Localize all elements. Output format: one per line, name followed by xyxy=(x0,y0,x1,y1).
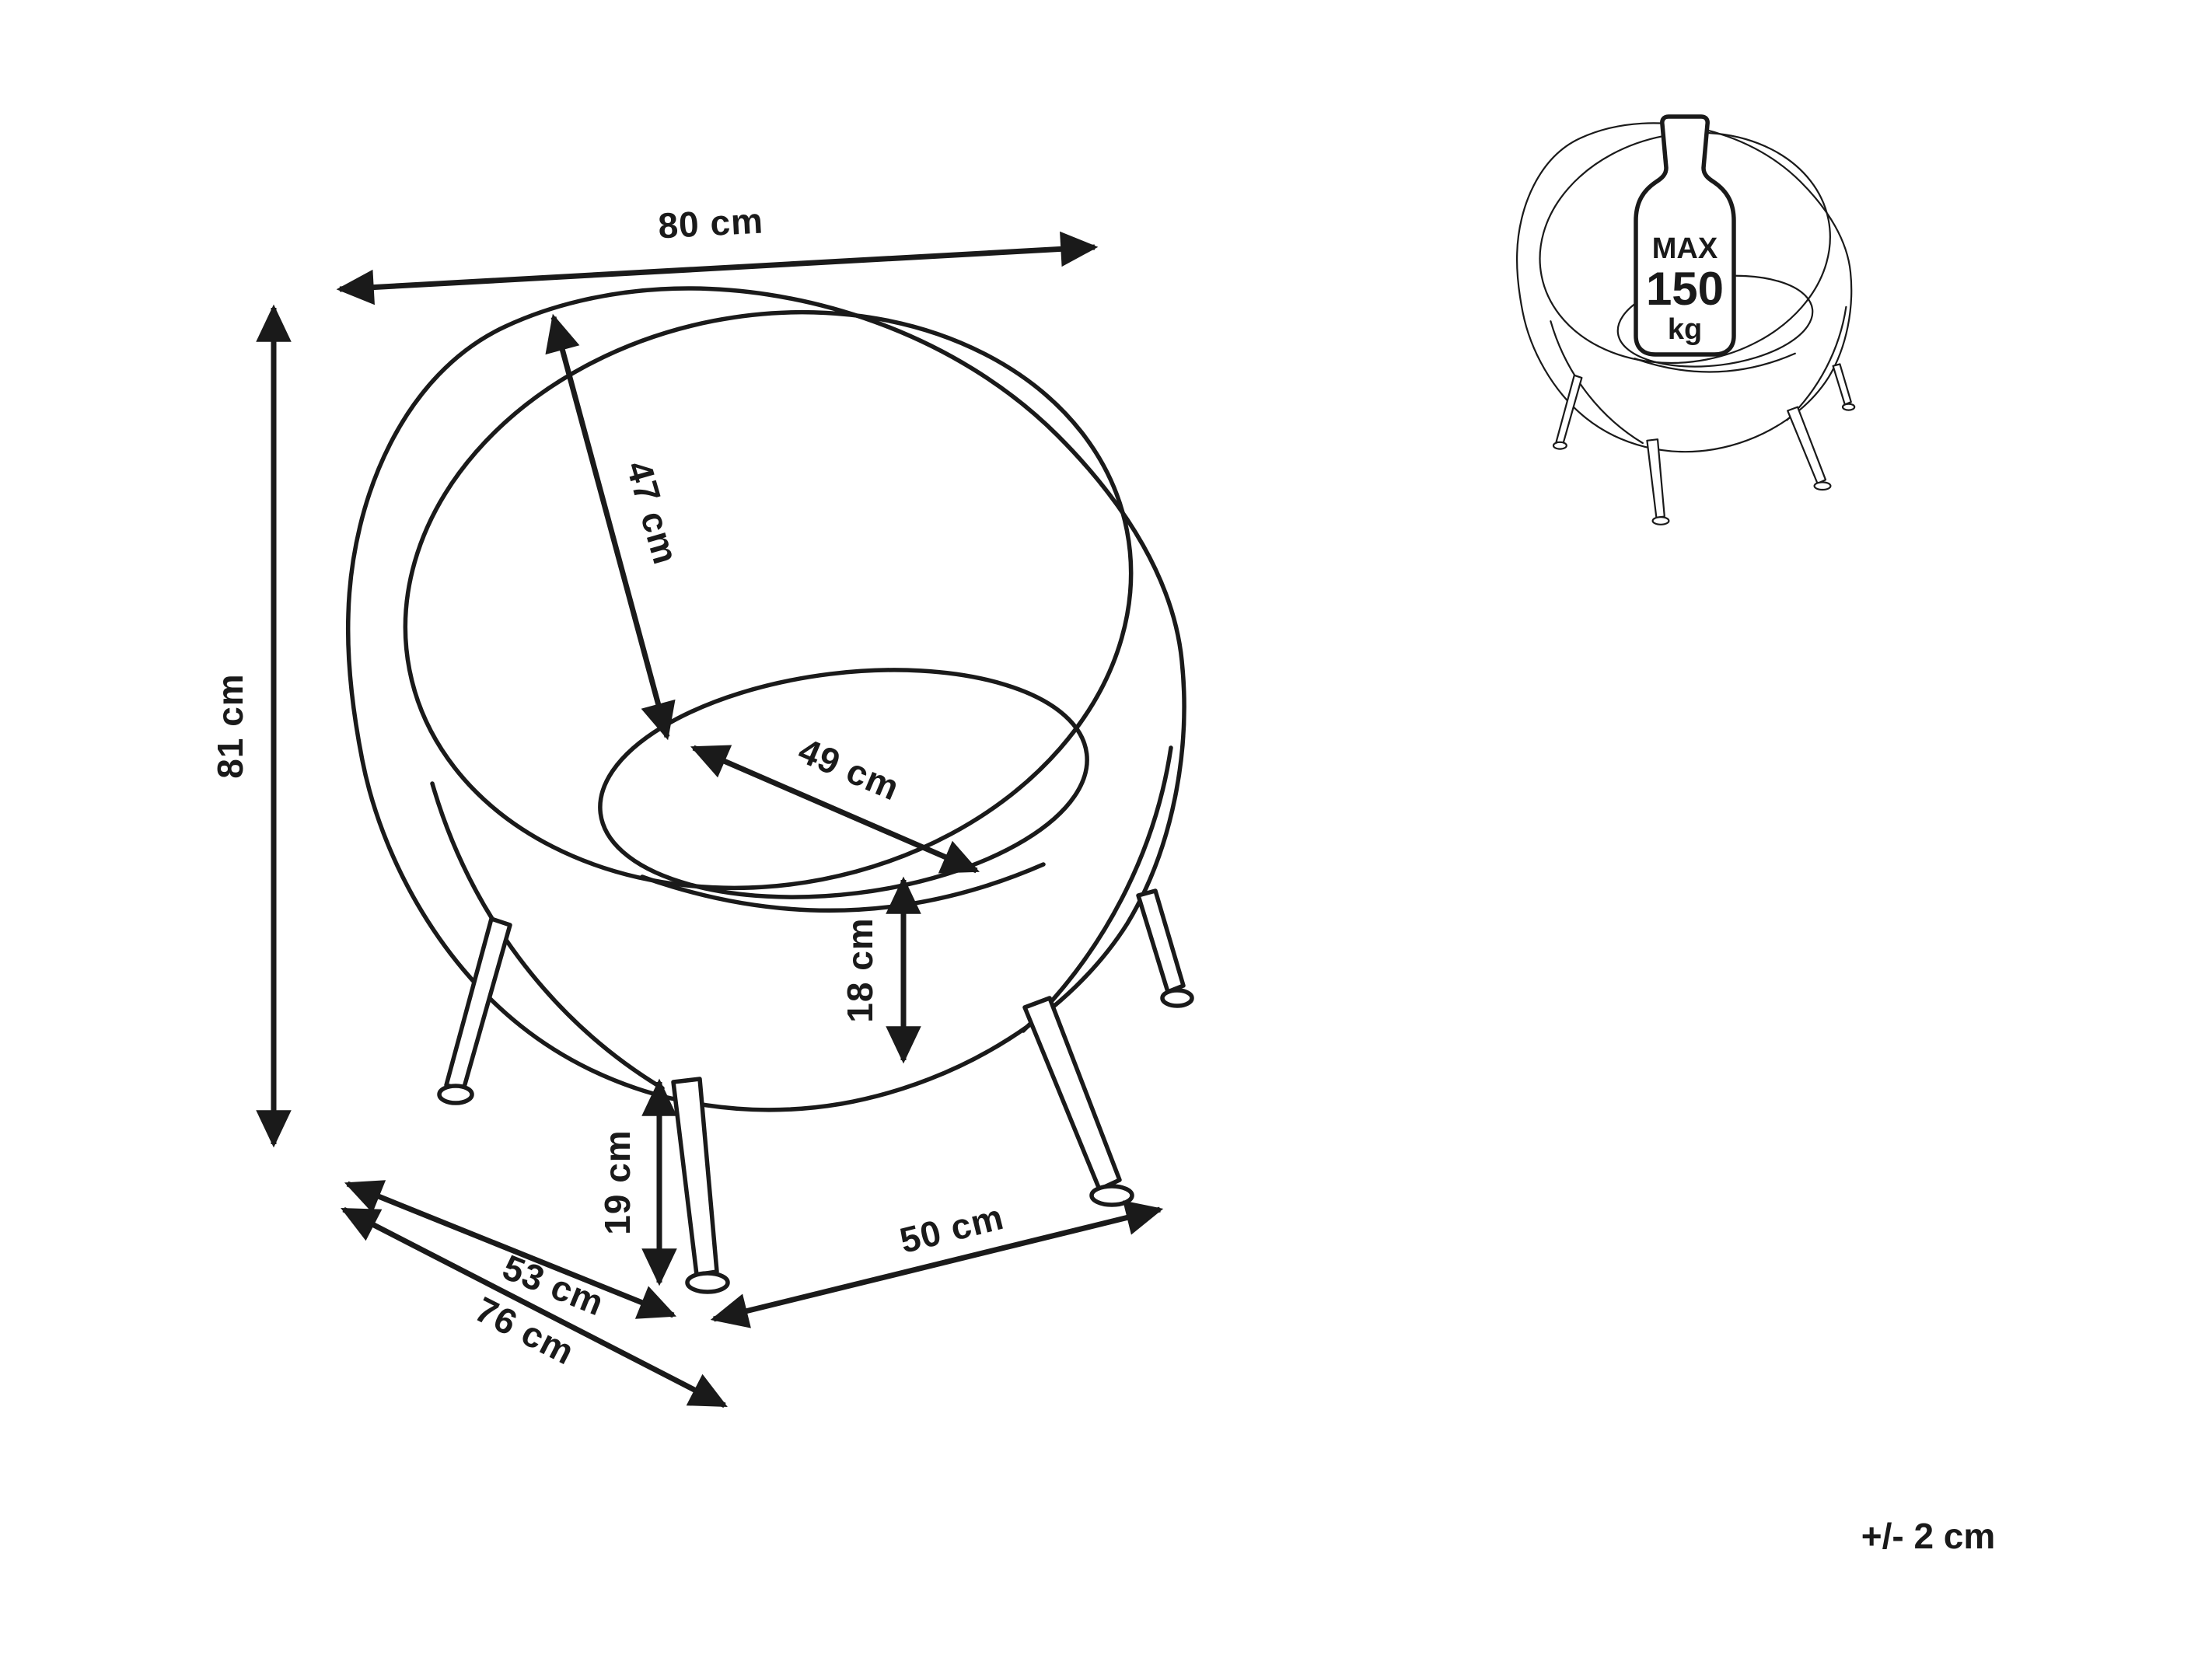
tolerance-note: +/- 2 cm xyxy=(1861,1516,1996,1556)
dim-seat-depth: 49 cm xyxy=(690,730,980,874)
max-load-unit: kg xyxy=(1668,313,1702,346)
max-load-thumbnail: MAX 150 kg xyxy=(1515,107,1856,525)
dim-overall-depth: 76 cm xyxy=(341,1206,728,1408)
chair-seat-cushion xyxy=(598,668,1089,899)
backrest-diagonal-label: 47 cm xyxy=(619,456,687,569)
dim-backrest-diagonal: 47 cm xyxy=(545,313,687,741)
chair-foot-front-left xyxy=(685,1271,730,1294)
chair-foot-back-left xyxy=(437,1084,474,1105)
seat-front-height-label: 18 cm xyxy=(840,917,880,1022)
overall-depth-arrow xyxy=(341,1206,728,1408)
chair-leg-back-left xyxy=(444,916,512,1092)
chair-leg-front-left xyxy=(671,1077,719,1277)
dim-top-width: 80 cm xyxy=(336,201,1099,305)
armchair-drawing xyxy=(345,286,1194,1294)
dim-seat-front-height: 18 cm xyxy=(840,876,921,1064)
chair-cushion-front-seam xyxy=(640,862,1046,913)
base-front-width-arrow xyxy=(710,1200,1164,1328)
backrest-diagonal-arrow xyxy=(545,313,676,741)
chair-leg-back-right xyxy=(1136,888,1186,994)
chair-left-seam xyxy=(430,781,665,1091)
chair-right-seam xyxy=(1021,745,1173,1033)
dim-overall-height: 81 cm xyxy=(210,304,292,1148)
dim-base-front-width: 50 cm xyxy=(710,1196,1164,1328)
chair-foot-back-right xyxy=(1160,988,1194,1008)
chair-foot-front-right xyxy=(1089,1184,1134,1207)
dim-leg-height: 19 cm xyxy=(597,1078,677,1286)
leg-height-label: 19 cm xyxy=(597,1129,638,1234)
chair-rim-inner-edge xyxy=(403,309,1134,891)
top-width-label: 80 cm xyxy=(657,201,764,246)
chair-leg-front-right xyxy=(1022,996,1122,1192)
max-load-value: 150 xyxy=(1646,263,1724,315)
seat-depth-arrow xyxy=(690,745,980,874)
weight-icon xyxy=(1634,114,1736,357)
overall-height-label: 81 cm xyxy=(210,673,250,778)
max-load-label: MAX xyxy=(1652,232,1718,265)
top-width-arrow xyxy=(336,231,1099,305)
